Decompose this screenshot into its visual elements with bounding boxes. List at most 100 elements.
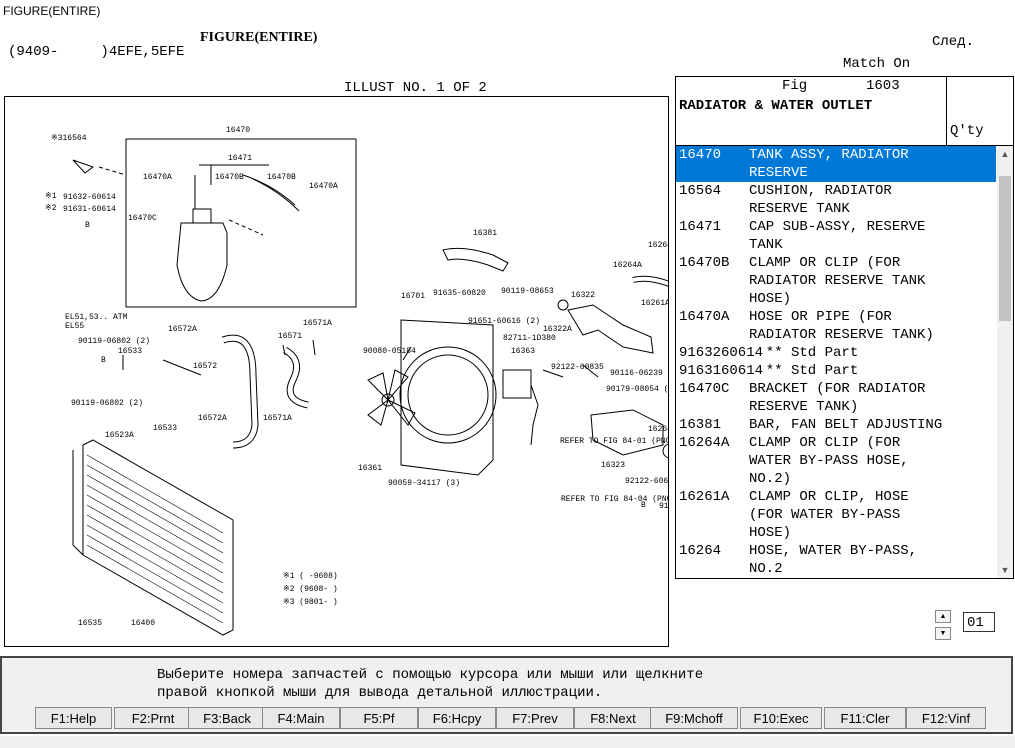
callout-label[interactable]: 90119-06802 (2): [71, 399, 143, 408]
callout-label[interactable]: ※1 ( -9608): [283, 572, 338, 581]
callout-label[interactable]: 16470: [226, 126, 250, 135]
callout-label[interactable]: 90059-34117 (3): [388, 479, 460, 488]
callout-label[interactable]: 16571A: [263, 414, 292, 423]
scroll-up-icon[interactable]: ▲: [1000, 149, 1010, 159]
callout-label[interactable]: 91635-60820: [433, 289, 486, 298]
part-description-line: ** Std Part: [749, 363, 859, 379]
callout-label[interactable]: 92122-60616: [625, 477, 669, 486]
function-key-4[interactable]: F4:Main: [262, 707, 340, 729]
function-key-3[interactable]: F3:Back: [188, 707, 266, 729]
function-key-12[interactable]: F12:Vinf: [906, 707, 986, 729]
function-key-7[interactable]: F7:Prev: [496, 707, 574, 729]
callout-label[interactable]: 90116-06239: [610, 369, 663, 378]
callout-label[interactable]: 16572: [193, 362, 217, 371]
callout-label[interactable]: 91611-: [659, 502, 669, 511]
callout-label[interactable]: 16571: [278, 332, 302, 341]
callout-label[interactable]: ※3 (9801- ): [283, 598, 338, 607]
callout-label[interactable]: ※2: [45, 204, 57, 213]
reserve-tank-inset: [125, 138, 357, 308]
callout-label[interactable]: 91632-60614: [63, 193, 116, 202]
function-key-1[interactable]: F1:Help: [35, 707, 112, 729]
callout-label[interactable]: 16322A: [543, 325, 572, 334]
callout-label[interactable]: 16523A: [105, 431, 134, 440]
parts-illustration[interactable]: 16470 ※316564 16471 16470A 16470B 16470B 16470…: [4, 96, 669, 647]
scroll-down-icon[interactable]: ▼: [1000, 565, 1010, 575]
function-key-9[interactable]: F9:Mchoff: [650, 707, 738, 729]
fan-blades: [366, 369, 416, 426]
callout-label[interactable]: 16533: [153, 424, 177, 433]
part-row[interactable]: 9163160614 ** Std Part: [676, 362, 996, 380]
callout-label[interactable]: 16470A: [309, 182, 338, 191]
callout-label[interactable]: B: [641, 501, 646, 510]
exploded-diagram[interactable]: 16470 ※316564 16471 16470A 16470B 16470B 16470…: [23, 115, 669, 647]
callout-label[interactable]: 16381: [473, 229, 497, 238]
callout-label[interactable]: 16471: [228, 154, 252, 163]
next-label[interactable]: След.: [932, 34, 975, 50]
spin-down-button[interactable]: ▼: [935, 627, 951, 640]
part-row[interactable]: 9163260614 ** Std Part: [676, 344, 996, 362]
function-key-2[interactable]: F2:Prnt: [114, 707, 192, 729]
callout-label[interactable]: 16264A: [648, 241, 669, 250]
callout-label[interactable]: 16470C: [128, 214, 157, 223]
callout-label[interactable]: 16572A: [198, 414, 227, 423]
callout-label[interactable]: 16264A: [648, 425, 669, 434]
callout-label[interactable]: ※316564: [51, 134, 87, 143]
function-key-6[interactable]: F6:Hcpy: [418, 707, 496, 729]
callout-label[interactable]: 16533: [118, 347, 142, 356]
callout-label[interactable]: ※1: [45, 192, 57, 201]
function-key-5[interactable]: F5:Pf: [340, 707, 418, 729]
callout-label[interactable]: 82711-1D380: [503, 334, 556, 343]
function-key-10[interactable]: F10:Exec: [740, 707, 822, 729]
callout-label[interactable]: 16571A: [303, 319, 332, 328]
callout-label[interactable]: 16361: [358, 464, 382, 473]
callout-label[interactable]: 16400: [131, 619, 155, 628]
parts-list-scrollbar[interactable]: ▲ ▼: [997, 146, 1013, 578]
callout-label[interactable]: EL55: [65, 322, 84, 331]
callout-label[interactable]: 16701: [401, 292, 425, 301]
callout-label[interactable]: B: [85, 221, 90, 230]
callout-label[interactable]: REFER TO FIG 84-04 (PNC 86480): [561, 495, 669, 504]
callout-label[interactable]: 16470A: [143, 173, 172, 182]
callout-label[interactable]: 16363: [511, 347, 535, 356]
part-description-line: BRACKET (FOR RADIATOR: [749, 381, 926, 397]
callout-label[interactable]: REFER TO FIG 84-01 (PNC 84820): [560, 437, 669, 446]
callout-label[interactable]: 16264A: [613, 261, 642, 270]
callout-label[interactable]: 90119-08653: [501, 287, 554, 296]
callout-label[interactable]: 16470B: [215, 173, 244, 182]
callout-label[interactable]: 91631-60614: [63, 205, 116, 214]
callout-label[interactable]: EL51,53.. ATM: [65, 313, 128, 322]
part-description-line: RESERVE TANK: [749, 201, 850, 217]
callout-label[interactable]: 91651-60616 (2): [468, 317, 540, 326]
callout-label[interactable]: B: [101, 356, 106, 365]
function-key-11[interactable]: F11:Cler: [824, 707, 906, 729]
callout-label[interactable]: ※2 (9608- ): [283, 585, 338, 594]
callout-label[interactable]: 90080-05184: [363, 347, 416, 356]
part-description: ** Std Part: [749, 344, 996, 362]
callout-label[interactable]: 90179-08054 (2): [606, 385, 669, 394]
callout-label[interactable]: 16322: [571, 291, 595, 300]
scrollbar-thumb[interactable]: [999, 176, 1011, 321]
callout-label[interactable]: 16572A: [168, 325, 197, 334]
spin-up-button[interactable]: ▲: [935, 610, 951, 623]
function-key-8[interactable]: F8:Next: [574, 707, 652, 729]
illust-page-field[interactable]: 01: [963, 612, 995, 632]
callout-label[interactable]: 16323: [601, 461, 625, 470]
callout-label[interactable]: 90119-06802 (2): [78, 337, 150, 346]
callout-label[interactable]: 16261A: [641, 299, 669, 308]
callout-label[interactable]: 16470B: [267, 173, 296, 182]
callout-label[interactable]: 16535: [78, 619, 102, 628]
callout-label[interactable]: 92122-60835: [551, 363, 604, 372]
